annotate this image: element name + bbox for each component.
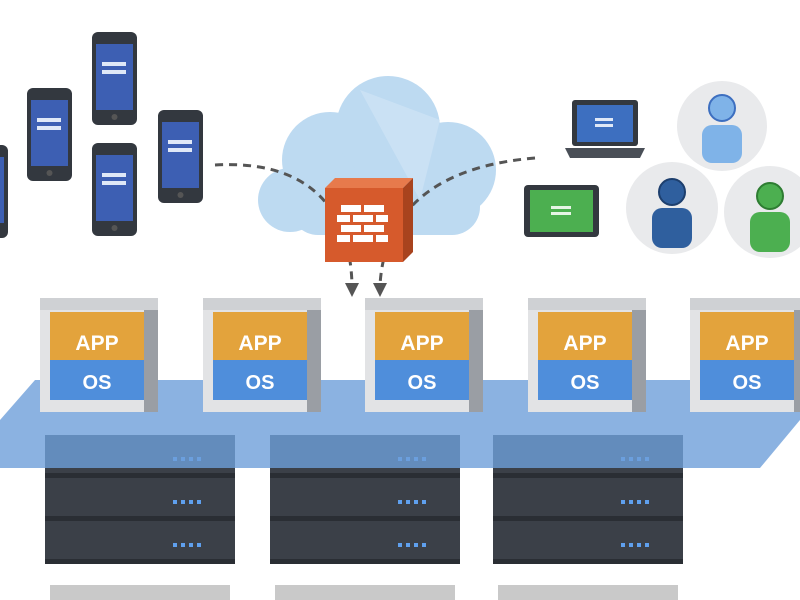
virtual-machine: APP OS <box>365 298 483 412</box>
app-layer <box>50 312 144 360</box>
os-layer <box>538 360 632 400</box>
smartphone-icon <box>27 88 72 181</box>
smartphone-icon <box>158 110 203 203</box>
os-layer <box>375 360 469 400</box>
arrow-head-icon <box>345 283 359 297</box>
os-layer <box>213 360 307 400</box>
server-rack <box>493 435 683 600</box>
os-layer <box>50 360 144 400</box>
app-label: APP <box>563 332 606 355</box>
connection-arrows <box>214 156 536 286</box>
smartphone-icon <box>92 32 137 125</box>
firewall-icon <box>325 178 413 262</box>
smartphone-icon <box>0 145 8 238</box>
server-icon <box>270 478 460 521</box>
app-label: APP <box>725 332 768 355</box>
server-icon <box>45 521 235 564</box>
os-layer <box>700 360 794 400</box>
virtual-machine: APP OS <box>40 298 158 412</box>
virtual-machine: APP OS <box>690 298 800 412</box>
os-label: OS <box>408 372 437 394</box>
user-icon <box>724 166 800 258</box>
os-label: OS <box>733 372 762 394</box>
app-layer <box>538 312 632 360</box>
tablet-icon <box>524 185 599 237</box>
arrow-head-icon <box>373 283 387 297</box>
app-layer <box>700 312 794 360</box>
server-icon <box>45 478 235 521</box>
server-rack <box>270 435 460 600</box>
laptop-icon <box>565 100 645 158</box>
smartphones <box>0 32 203 238</box>
smartphone-icon <box>92 143 137 236</box>
app-label: APP <box>400 332 443 355</box>
virtual-machine: APP OS <box>203 298 321 412</box>
virtual-machines: APP OS APP OS APP OS APP OS APP OS <box>40 298 800 412</box>
server-icon <box>493 478 683 521</box>
virtual-machine: APP OS <box>528 298 646 412</box>
user-icon <box>626 162 718 254</box>
server-icon <box>493 521 683 564</box>
server-racks <box>45 435 683 600</box>
app-layer <box>375 312 469 360</box>
app-label: APP <box>75 332 118 355</box>
user-icon <box>677 81 767 171</box>
app-label: APP <box>238 332 281 355</box>
server-rack <box>45 435 235 600</box>
users <box>626 81 800 258</box>
os-label: OS <box>246 372 275 394</box>
server-icon <box>270 521 460 564</box>
os-label: OS <box>83 372 112 394</box>
app-layer <box>213 312 307 360</box>
os-label: OS <box>571 372 600 394</box>
